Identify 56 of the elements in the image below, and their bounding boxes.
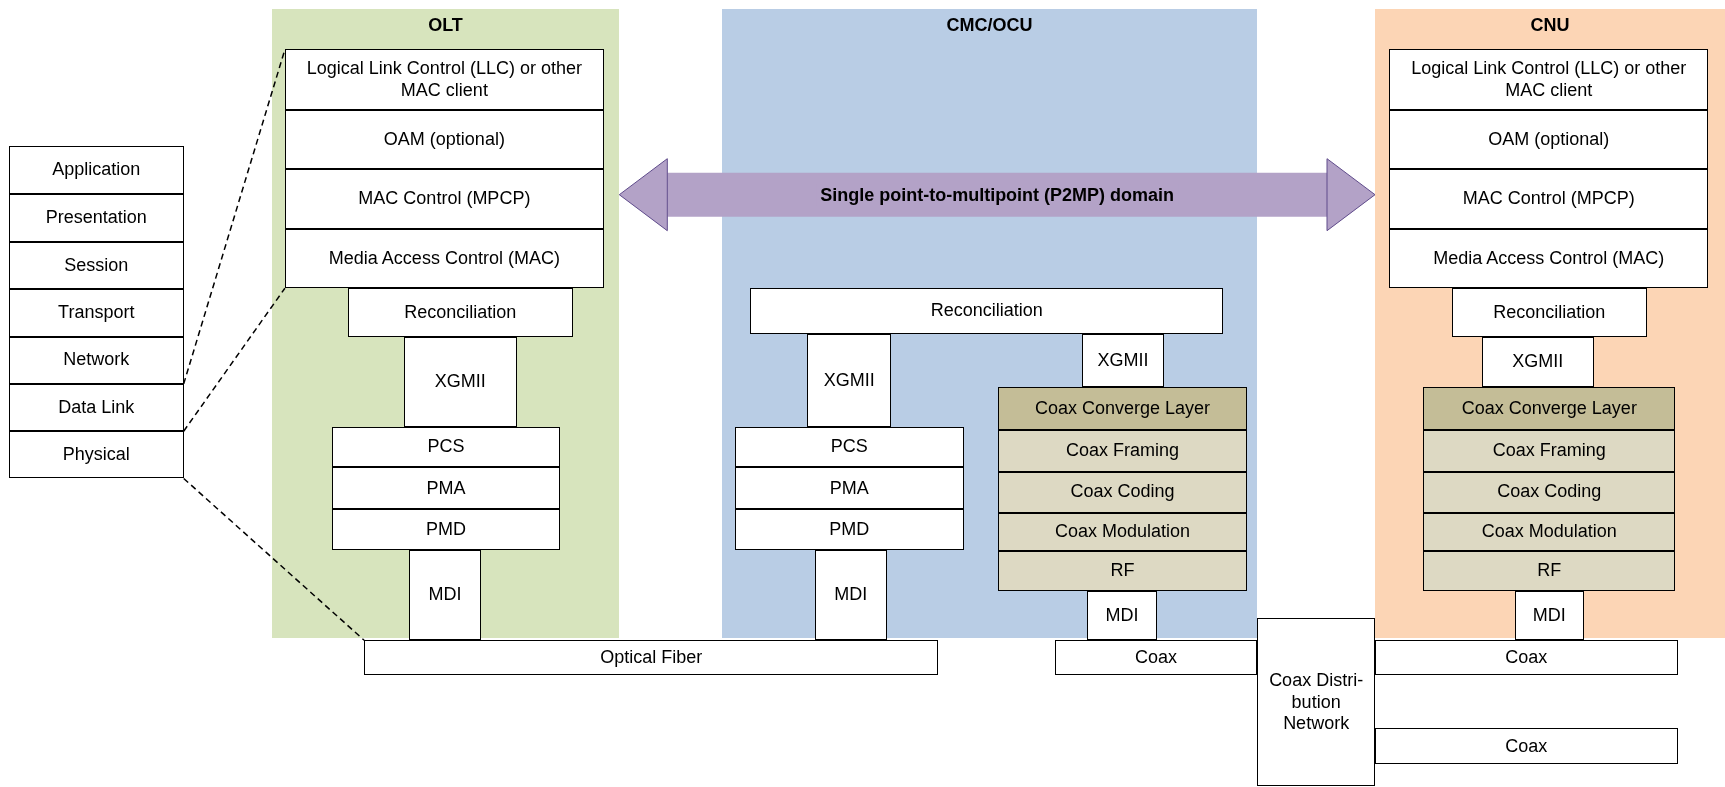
layer-box: MAC Control (MPCP): [1389, 169, 1709, 229]
layer-box: Data Link: [8, 383, 184, 432]
layer-group-panel: [721, 8, 1258, 638]
layer-box: PMD: [734, 509, 964, 550]
layer-box: Coax Modulation: [997, 512, 1248, 552]
layer-box: XGMII: [403, 336, 517, 427]
group-title: CMC/OCU: [946, 14, 1033, 37]
layer-box: Network: [8, 336, 184, 384]
layer-box: Session: [8, 242, 184, 290]
layer-box: Media Access Control (MAC): [1389, 228, 1709, 289]
layer-box: Reconciliation: [347, 288, 574, 337]
group-title: CNU: [1530, 14, 1570, 37]
layer-box: MDI: [815, 550, 887, 641]
layer-box: PMA: [734, 467, 964, 510]
dashed-leader-line: [182, 287, 286, 432]
layer-box: XGMII: [1082, 334, 1164, 388]
layer-box: Coax Coding: [997, 471, 1248, 513]
layer-box: OAM (optional): [1389, 110, 1709, 170]
layer-box: MDI: [1514, 590, 1584, 641]
layer-box: Physical: [8, 431, 184, 479]
layer-box: Presentation: [8, 193, 184, 242]
layer-box: MAC Control (MPCP): [284, 169, 604, 229]
layer-box: XGMII: [1481, 336, 1594, 388]
layer-box: Reconciliation: [1452, 288, 1647, 337]
layer-box: Transport: [8, 289, 184, 337]
layer-box: PCS: [332, 426, 560, 468]
layer-box: Coax Coding: [1423, 471, 1676, 513]
layer-box: RF: [1423, 551, 1676, 591]
layer-box: Coax Converge Layer: [997, 387, 1248, 431]
layer-box: Coax Converge Layer: [1423, 387, 1676, 431]
layer-box: Coax: [1375, 728, 1678, 765]
group-title: OLT: [428, 14, 463, 37]
layer-box: MDI: [409, 550, 481, 641]
layer-box: PCS: [734, 426, 964, 468]
layer-box: Coax Distri-bution Network: [1257, 618, 1375, 787]
layer-box: Coax: [1375, 640, 1678, 676]
layer-box: MDI: [1086, 590, 1158, 641]
layer-box: PMD: [332, 509, 560, 550]
layer-box: Reconciliation: [750, 288, 1224, 335]
layer-box: RF: [997, 551, 1248, 591]
double-arrow: [618, 158, 1376, 232]
layer-box: Application: [8, 146, 184, 194]
layer-box: Media Access Control (MAC): [284, 228, 604, 289]
layer-box: Logical Link Control (LLC) or other MAC client: [284, 49, 604, 110]
layer-box: Coax Framing: [997, 430, 1248, 472]
dashed-leader-line: [182, 477, 365, 641]
layer-box: PMA: [332, 467, 560, 510]
layer-box: Optical Fiber: [364, 640, 939, 676]
layer-box: XGMII: [807, 334, 891, 427]
layer-group-panel: [271, 8, 620, 638]
layer-box: Coax Framing: [1423, 430, 1676, 472]
layer-box: Coax Modulation: [1423, 512, 1676, 552]
layer-box: Coax: [1054, 640, 1258, 676]
layer-group-panel: [1375, 8, 1725, 638]
layer-box: OAM (optional): [284, 110, 604, 170]
layer-box: Logical Link Control (LLC) or other MAC client: [1389, 49, 1709, 110]
